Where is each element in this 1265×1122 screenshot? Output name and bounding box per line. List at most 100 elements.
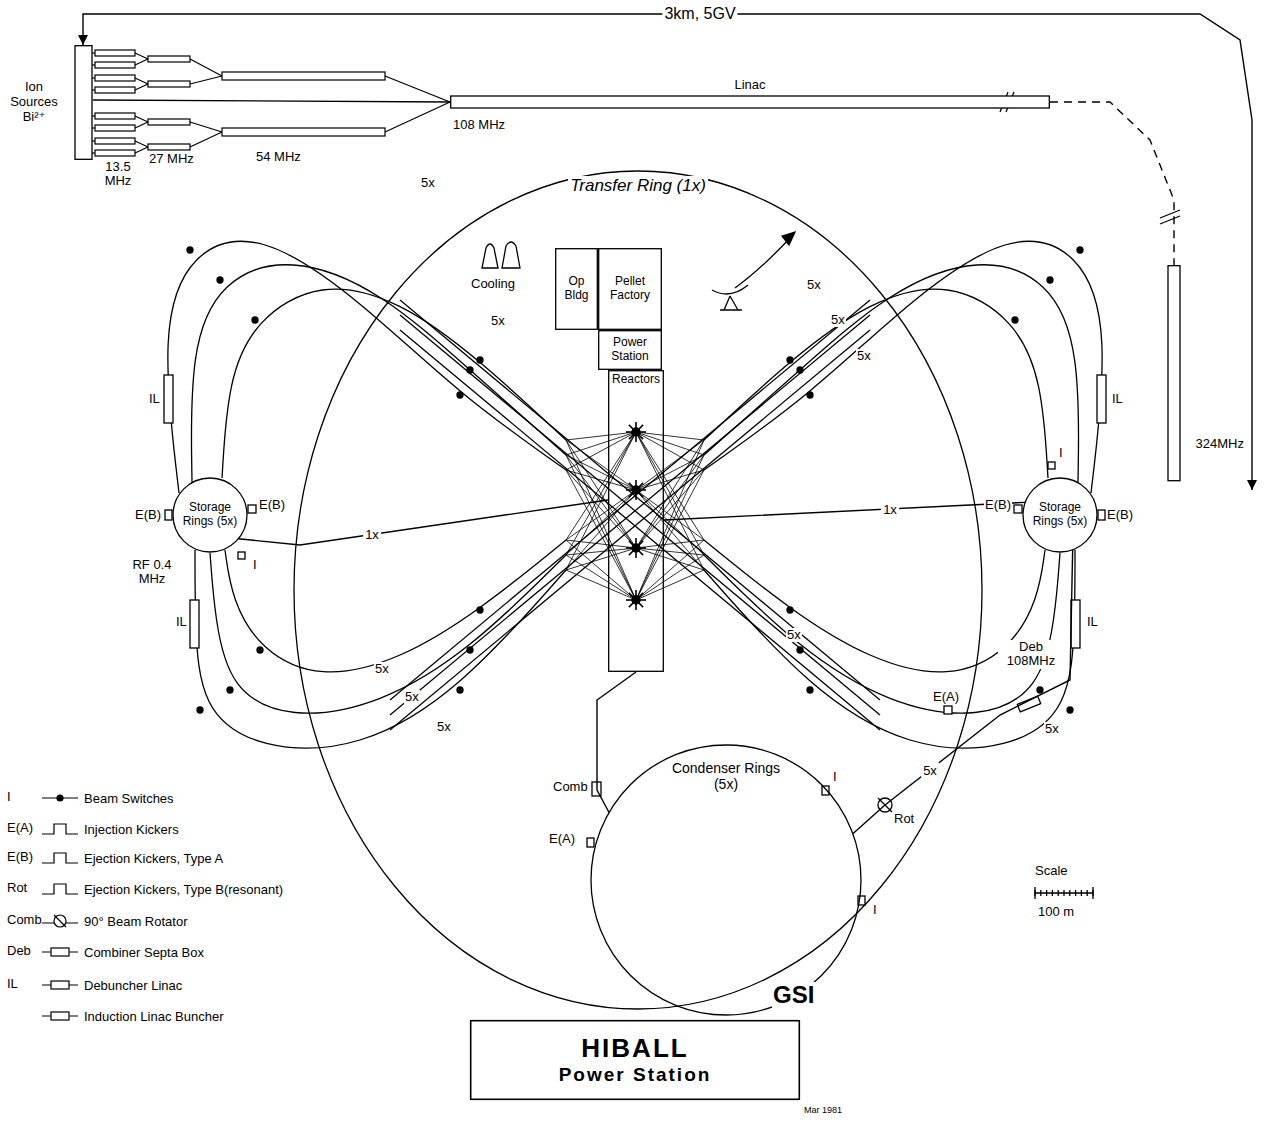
drawing-stroke — [636, 570, 704, 600]
annotation-label: IL — [1086, 615, 1099, 629]
cooling-towers — [482, 242, 520, 268]
annotation-label: 13.5 MHz — [100, 160, 136, 189]
drawing-stroke — [190, 600, 199, 648]
drawing-stroke — [225, 540, 566, 672]
annotation-label: Cooling — [470, 277, 516, 291]
drawing-stroke — [636, 490, 704, 540]
drawing-stroke — [227, 687, 233, 693]
drawing-stroke — [164, 375, 173, 423]
node-outline — [1160, 265, 1258, 490]
drawing-stroke — [1048, 462, 1055, 469]
drawing-stroke — [712, 285, 748, 294]
drawing-stroke — [704, 265, 1079, 482]
drawing-stroke — [636, 470, 704, 600]
drawing-stroke — [1168, 266, 1180, 481]
legend-sample — [40, 1007, 80, 1025]
beam-line-label: 1x — [881, 502, 899, 517]
drawing-stroke — [629, 593, 636, 600]
beam-line-label: 1x — [363, 527, 381, 542]
node-label: Storage Rings (5x) — [1030, 501, 1090, 529]
drawing-stroke — [636, 540, 704, 548]
drawing-stroke — [217, 277, 223, 283]
drawing-stroke — [54, 915, 66, 927]
drawing-stroke — [457, 392, 463, 398]
annotation-label: Rot — [893, 812, 915, 826]
annotation-label: 5x — [830, 313, 846, 327]
node-label: Storage Rings (5x) — [180, 501, 240, 529]
annotation-label: E(B) — [984, 498, 1012, 512]
legend-text: Debuncher Linac — [84, 978, 182, 993]
drawing-stroke — [148, 56, 190, 62]
annotation-label: E(B) — [6, 850, 34, 864]
facility-box: Reactors — [608, 370, 664, 672]
drawing-stroke — [566, 432, 636, 455]
drawing-stroke — [1047, 277, 1053, 283]
drawing-stroke — [51, 1012, 69, 1020]
drawing-stroke — [636, 600, 643, 607]
node-label: Linac — [734, 78, 765, 93]
annotation-label: I — [832, 770, 838, 784]
drawing-stroke — [566, 490, 636, 540]
legend-sample — [40, 976, 80, 994]
drawing-stroke — [1077, 247, 1083, 253]
drawing-stroke — [57, 795, 63, 801]
drawing-stroke — [197, 707, 203, 713]
induction-linac-boxes — [164, 375, 1106, 648]
drawing-stroke — [1067, 707, 1073, 713]
drawing-stroke — [95, 125, 135, 131]
drawing-stroke — [629, 425, 636, 432]
drawing-stroke — [51, 948, 69, 956]
drawing-stroke — [195, 550, 566, 748]
drawing-stroke — [1012, 317, 1018, 323]
node-label: Op Bldg — [557, 275, 596, 303]
drawing-stroke — [566, 470, 636, 490]
drawing-stroke — [629, 483, 636, 490]
annotation-label: 5x — [786, 628, 802, 642]
annotation-label: I — [252, 558, 258, 572]
drawing-stroke — [566, 555, 636, 600]
legend-row: Combiner Septa Box — [40, 943, 204, 961]
drawing-stroke — [190, 76, 222, 84]
drawing-stroke — [636, 432, 643, 439]
drawing-stroke — [222, 289, 566, 478]
drawing-stroke — [636, 432, 704, 555]
reactor-stars — [626, 422, 646, 610]
legend-row: Debuncher Linac — [40, 976, 182, 994]
drawing-stroke — [566, 432, 636, 555]
drawing-stroke — [168, 241, 566, 493]
drawing-stroke — [797, 647, 803, 653]
drawing-stroke — [1160, 210, 1180, 224]
drawing-stroke — [173, 478, 247, 552]
node-label: Ion Sources Bi²⁺ — [5, 80, 63, 125]
annotation-label: 5x — [436, 720, 452, 734]
drawing-stroke — [636, 490, 643, 497]
drawing-stroke — [457, 687, 463, 693]
beam-line — [238, 500, 608, 545]
drawing-stroke — [566, 432, 636, 540]
annotation-label: E(B) — [134, 508, 162, 522]
drawing-stroke — [1097, 375, 1106, 423]
drawing-stroke — [797, 367, 803, 373]
legend-text: Induction Linac Buncher — [84, 1009, 223, 1024]
drawing-stroke — [1035, 890, 1093, 896]
annotation-label: IL — [175, 615, 188, 629]
drawing-stroke — [587, 838, 594, 847]
drawing-stroke — [1098, 510, 1105, 520]
drawing-stroke — [477, 357, 483, 363]
drawing-stroke — [42, 824, 78, 834]
annotation-label: E(A) — [6, 821, 34, 835]
drawing-stroke — [636, 541, 643, 548]
legend-row: Ejection Kickers, Type B(resonant) — [40, 880, 283, 898]
drawing-stroke — [135, 147, 148, 153]
beam-line — [597, 672, 636, 813]
annotation-label: Comb — [552, 780, 589, 794]
drawing-stroke — [477, 607, 483, 613]
drawing-stroke — [95, 75, 135, 81]
drawing-stroke — [502, 242, 520, 268]
drawing-stroke — [135, 84, 148, 90]
drawing-stroke — [191, 265, 566, 482]
drawing-stroke — [566, 455, 636, 600]
node-label: Power Station — [559, 1064, 712, 1086]
drawing-stroke — [599, 331, 662, 370]
